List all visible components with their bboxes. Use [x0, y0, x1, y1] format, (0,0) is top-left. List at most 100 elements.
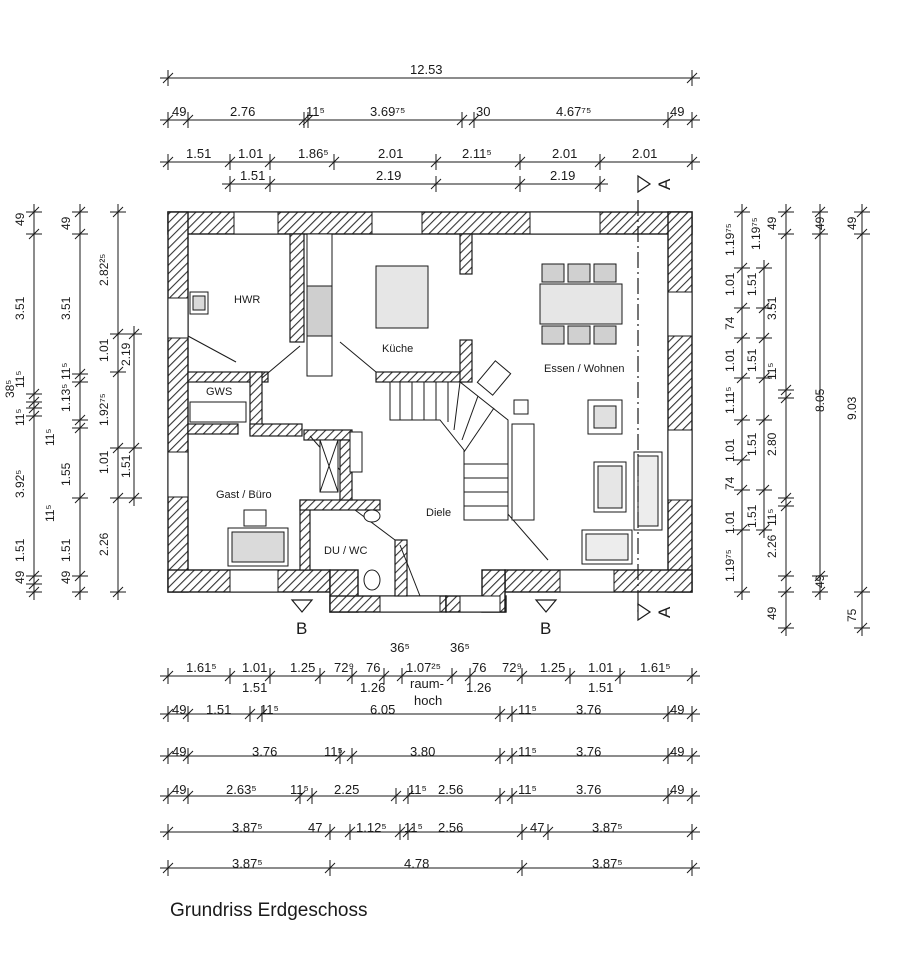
- dim-text: 11⁵: [13, 371, 27, 388]
- section-mark-b-left: B: [296, 619, 307, 638]
- dim-text: 74: [723, 316, 737, 330]
- dim-text: 11⁵: [518, 702, 537, 717]
- dim-text: 11⁵: [518, 782, 537, 797]
- dim-text: 1.51: [242, 680, 267, 695]
- dim-text: 1.51: [745, 348, 759, 372]
- room-label-du-wc: DU / WC: [324, 545, 367, 557]
- dim-text: 49: [765, 216, 779, 230]
- dim-text: 1.01: [723, 272, 737, 296]
- dim-text: 49: [172, 104, 186, 119]
- dim-text: 11⁵: [290, 782, 309, 797]
- dim-text: 2.11⁵: [462, 146, 492, 161]
- dim-text: 2.19: [550, 168, 575, 183]
- dim-text: 2.56: [438, 782, 463, 797]
- dim-text: 1.51: [119, 454, 133, 478]
- furniture: [189, 233, 663, 591]
- dim-text: 49: [670, 782, 684, 797]
- dim-text: 1.51: [745, 432, 759, 456]
- dim-text: 1.51: [588, 680, 613, 695]
- dim-text: 47: [308, 820, 322, 835]
- room-label-diele: Diele: [426, 507, 451, 519]
- dim-text: 49: [59, 216, 73, 230]
- dim-text: 1.01: [588, 660, 613, 675]
- dim-text: 1.07²⁵: [406, 660, 441, 675]
- dim-text: 9.03: [845, 396, 859, 420]
- dim-text: 2.63⁵: [226, 782, 257, 797]
- dim-text: 1.51: [59, 538, 73, 562]
- dim-text: 1.55: [59, 462, 73, 486]
- dim-text: 2.01: [632, 146, 657, 161]
- dim-text: 1.19⁷⁵: [723, 223, 737, 256]
- dim-text: 1.01: [723, 348, 737, 372]
- dim-text: 1.01: [242, 660, 267, 675]
- dim-text: 2.26: [97, 532, 111, 556]
- room-label-kueche: Küche: [382, 343, 413, 355]
- section-marks: [290, 174, 652, 622]
- dim-text: 3.69⁷⁵: [370, 104, 405, 119]
- section-mark-b-right: B: [540, 619, 551, 638]
- dim-text: 1.13⁵: [59, 384, 73, 412]
- dim-text: 47: [530, 820, 544, 835]
- dim-text: 36⁵: [390, 640, 410, 655]
- dim-text: 49: [670, 702, 684, 717]
- dim-text: 49: [172, 744, 186, 759]
- dim-text: 2.01: [378, 146, 403, 161]
- dim-text: 8.05: [813, 388, 827, 412]
- note-raumhoch-1: raum-: [410, 676, 444, 691]
- dim-text: 1.01: [238, 146, 263, 161]
- dimensions-left: 49 3.51 11⁵ 38⁵ 11⁵ 3.92⁵ 11⁵ 1.51 49 49…: [3, 212, 133, 584]
- dim-text: 49: [13, 570, 27, 584]
- room-label-hwr: HWR: [234, 294, 260, 306]
- dim-text: 1.51: [240, 168, 265, 183]
- dim-text: 3.92⁵: [13, 470, 27, 498]
- dim-text: 2.25: [334, 782, 359, 797]
- dim-text: 2.26: [765, 534, 779, 558]
- dim-text: 1.51: [206, 702, 231, 717]
- dim-text: 2.01: [552, 146, 577, 161]
- interior-walls: [187, 233, 473, 597]
- dim-text: 4.78: [404, 856, 429, 871]
- dim-text: 11⁵: [518, 744, 537, 759]
- dim-text: 11⁵: [404, 820, 423, 835]
- windows: [167, 211, 693, 613]
- dim-text: 49: [813, 216, 827, 230]
- dim-text: 11⁵: [260, 702, 279, 717]
- dim-text: 1.01: [723, 510, 737, 534]
- section-mark-a-bottom: A: [655, 606, 674, 618]
- dim-text: 1.92⁷⁵: [97, 393, 111, 426]
- dim-text: 11⁵: [306, 104, 325, 119]
- dim-text: 1.51: [186, 146, 211, 161]
- dim-text: 4.67⁷⁵: [556, 104, 591, 119]
- dim-text: 1.01: [723, 438, 737, 462]
- dim-text: 2.19: [376, 168, 401, 183]
- dim-text: 11⁵: [59, 363, 73, 380]
- dim-text: 3.80: [410, 744, 435, 759]
- dim-text: 2.76: [230, 104, 255, 119]
- dim-text: 36⁵: [450, 640, 470, 655]
- dim-text: 49: [765, 606, 779, 620]
- dim-text: 2.19: [119, 342, 133, 366]
- section-mark-a-top: A: [655, 178, 674, 190]
- dim-text: 2.56: [438, 820, 463, 835]
- dim-text: 49: [59, 570, 73, 584]
- dim-text: 3.76: [576, 744, 601, 759]
- note-raumhoch-2: hoch: [414, 693, 442, 708]
- dim-text: 72⁹: [502, 660, 522, 675]
- dim-text: 1.11⁵: [723, 387, 737, 414]
- dim-text: 1.25: [540, 660, 565, 675]
- room-label-gast-buero: Gast / Büro: [216, 489, 272, 501]
- dim-text: 3.76: [576, 702, 601, 717]
- room-label-essen-wohnen: Essen / Wohnen: [544, 363, 625, 375]
- dim-text: 1.61⁵: [640, 660, 671, 675]
- dim-text: 49: [13, 212, 27, 226]
- staircase: [389, 360, 535, 521]
- dim-text: 1.01: [97, 338, 111, 362]
- dim-text: 3.51: [13, 296, 27, 320]
- dim-text: 49: [813, 574, 827, 588]
- dim-text: 38⁵: [3, 380, 17, 398]
- dim-text: 49: [845, 216, 859, 230]
- plan-caption: Grundriss Erdgeschoss: [170, 900, 368, 921]
- dim-text: 1.26: [360, 680, 385, 695]
- room-label-gws: GWS: [206, 386, 232, 398]
